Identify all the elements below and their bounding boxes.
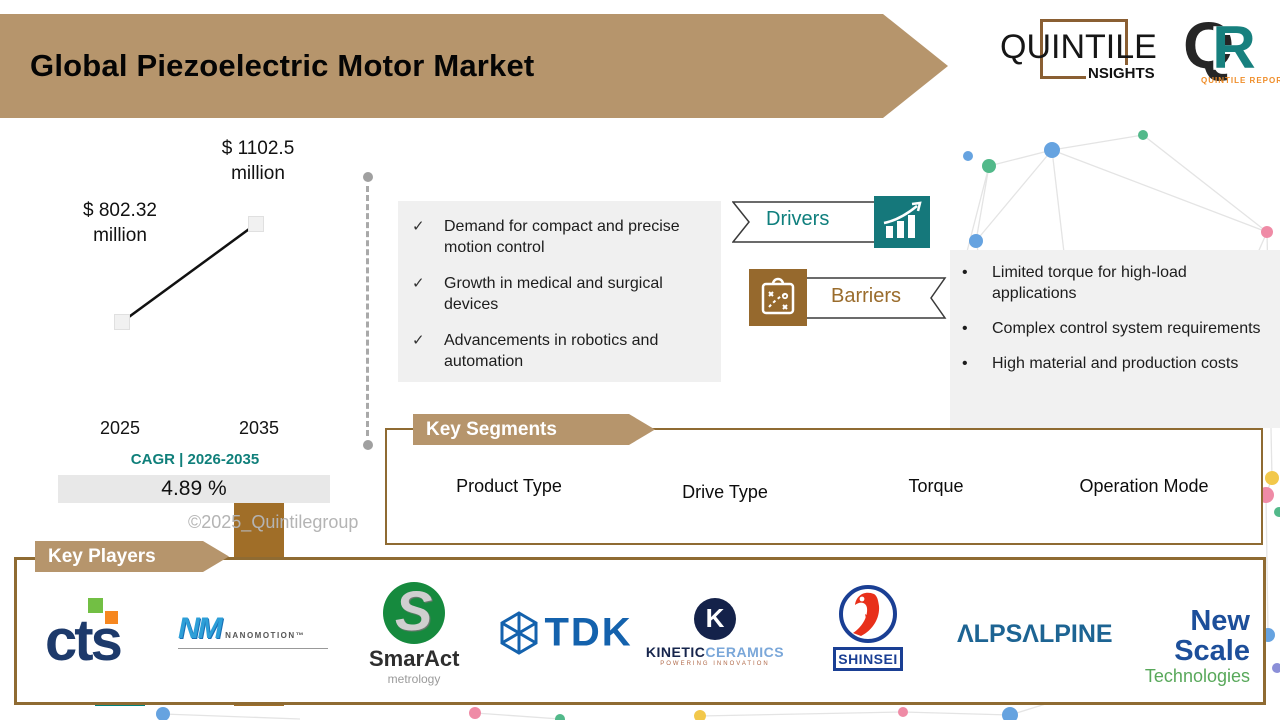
cts-orange-square-icon	[105, 611, 118, 624]
bullet-icon: •	[962, 320, 968, 337]
smaract-wordmark: SmarAct	[369, 646, 460, 671]
new-scale-line2: Technologies	[1144, 666, 1250, 686]
cts-green-square-icon	[88, 598, 103, 613]
kinetic-tagline: POWERING INNOVATION	[660, 661, 770, 667]
check-icon: ✓	[412, 332, 425, 349]
barrier-item-text: Complex control system requirements	[992, 320, 1261, 337]
kinetic-wordmark: KINETICCERAMICS	[645, 644, 785, 660]
qr-caption: QUINTILE REPORTS	[1201, 76, 1280, 85]
driver-item-text: Demand for compact and precise motion co…	[444, 218, 680, 256]
header-banner: Global Piezoelectric Motor Market	[0, 14, 948, 118]
vertical-divider	[366, 186, 369, 436]
bar-value-label-2035: $ 1102.5 million	[221, 138, 295, 184]
bar-value-label-2025: $ 802.32 million	[83, 200, 157, 246]
bullet-icon: •	[962, 355, 968, 372]
kinetic-k: K	[705, 603, 725, 633]
driver-item: ✓ Demand for compact and precise motion …	[412, 216, 711, 258]
new-scale-logo: New Scale Technologies	[1115, 606, 1250, 686]
key-players-banner: Key Players	[35, 541, 229, 572]
kinetic-part2: CERAMICS	[705, 644, 785, 660]
nanomotion-logo: NM NANOMOTION™	[178, 612, 328, 649]
segment-torque: Torque	[908, 476, 964, 496]
barrier-item: • Complex control system requirements	[962, 318, 1274, 339]
cagr-value-box: 4.89 %	[58, 475, 330, 503]
check-icon: ✓	[412, 218, 425, 235]
market-size-chart: $ 802.32 million $ 1102.5 million 2025 2…	[0, 118, 390, 706]
kinetic-part1: KINETIC	[645, 644, 706, 660]
logo-frame	[1040, 19, 1128, 79]
growth-chart-icon	[874, 196, 930, 248]
drivers-title: Drivers	[766, 208, 830, 230]
barriers-list: • Limited torque for high-load applicati…	[950, 250, 1280, 428]
driver-item-text: Advancements in robotics and automation	[444, 332, 659, 370]
barrier-item: • Limited torque for high-load applicati…	[962, 262, 1274, 304]
logo-insights-text: NSIGHTS	[1086, 65, 1157, 82]
nanomotion-mark: NM	[178, 612, 223, 645]
driver-item-text: Growth in medical and surgical devices	[444, 275, 663, 313]
alps-alpine-logo: ΛLPSΛLPINE	[957, 620, 1113, 648]
kinetic-k-icon: K	[694, 598, 736, 640]
segment-drive-type: Drive Type	[682, 482, 768, 502]
new-scale-line1: New Scale	[1174, 605, 1250, 667]
barrier-item-text: Limited torque for high-load application…	[992, 264, 1187, 302]
qr-q-letter: Q	[1183, 8, 1235, 82]
barrier-item-text: High material and production costs	[992, 355, 1239, 372]
quintile-reports-logo: QR QUINTILE REPORTS	[1183, 8, 1280, 94]
tdk-logo: TDK	[498, 610, 633, 656]
x-tick-2025: 2025	[99, 418, 141, 438]
tdk-hexagon-icon	[500, 611, 538, 655]
key-segments-banner: Key Segments	[413, 414, 655, 445]
divider-dot-bottom	[363, 440, 373, 450]
drivers-ribbon	[732, 201, 878, 243]
cts-wordmark: cts	[45, 608, 123, 673]
divider-dot-top	[363, 172, 373, 182]
copyright-watermark: ©2025_Quintilegroup	[188, 512, 359, 532]
check-icon: ✓	[412, 275, 425, 292]
trend-line	[121, 222, 257, 324]
smaract-logo: S SmarAct metrology	[369, 582, 459, 686]
trend-marker-2025	[114, 314, 130, 330]
bullet-icon: •	[962, 264, 968, 281]
driver-item: ✓ Advancements in robotics and automatio…	[412, 330, 711, 372]
shinsei-wordmark: SHINSEI	[833, 647, 903, 671]
trend-marker-2035	[248, 216, 264, 232]
segment-product-type: Product Type	[456, 476, 562, 496]
barriers-title: Barriers	[831, 285, 902, 307]
strategy-board-icon	[749, 269, 807, 326]
logo-wordmark: QUINTILE	[1000, 28, 1157, 66]
x-tick-2035: 2035	[238, 418, 280, 438]
segment-operation-mode: Operation Mode	[1079, 476, 1209, 496]
cagr-label: CAGR | 2026-2035	[130, 451, 260, 468]
quintile-insights-logo: QUINTILE NSIGHTS	[1000, 19, 1175, 94]
tdk-wordmark: TDK	[544, 610, 633, 655]
page-title: Global Piezoelectric Motor Market	[30, 48, 535, 83]
smaract-s: S	[395, 582, 433, 642]
nanomotion-wordmark: NANOMOTION™	[225, 631, 306, 640]
shinsei-dolphin-icon	[839, 585, 897, 643]
smaract-circle-icon: S	[383, 582, 445, 644]
shinsei-logo: SHINSEI	[833, 584, 903, 671]
barrier-item: • High material and production costs	[962, 353, 1274, 374]
kinetic-ceramics-logo: K KINETICCERAMICS POWERING INNOVATION	[645, 598, 785, 667]
qr-r-letter: R	[1212, 14, 1256, 81]
key-players-box: cts NM NANOMOTION™ S SmarAct metrology T…	[14, 557, 1266, 705]
drivers-list: ✓ Demand for compact and precise motion …	[398, 201, 721, 382]
smaract-sub: metrology	[387, 672, 441, 686]
cts-logo: cts	[45, 598, 165, 670]
driver-item: ✓ Growth in medical and surgical devices	[412, 273, 711, 315]
key-segments-box: Product Type Drive Type Torque Operation…	[385, 428, 1263, 545]
